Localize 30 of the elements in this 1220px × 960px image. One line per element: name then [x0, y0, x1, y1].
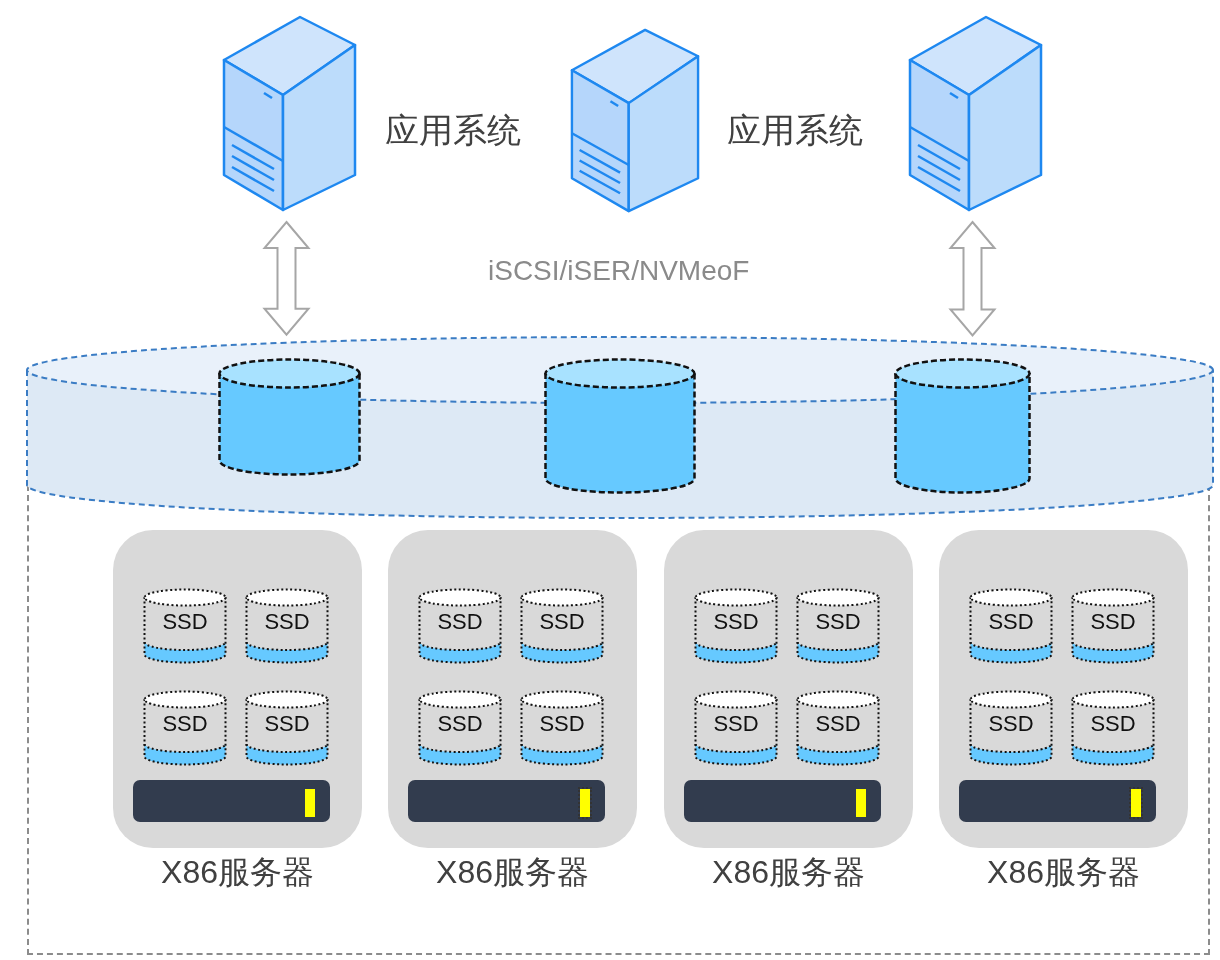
cluster-dashed-box	[27, 485, 1210, 955]
volume-cylinder	[544, 358, 696, 494]
double-arrow	[262, 220, 311, 337]
ssd-label: SSD	[161, 710, 209, 738]
ssd-label: SSD	[1089, 710, 1137, 738]
server-label: X86服务器	[435, 853, 590, 892]
server-label: X86服务器	[986, 853, 1141, 892]
volume-cylinder	[218, 358, 361, 476]
ssd-label: SSD	[161, 608, 209, 636]
double-arrow	[948, 220, 997, 337]
ssd-label: SSD	[436, 710, 484, 738]
ssd-label: SSD	[538, 710, 586, 738]
ssd-label: SSD	[814, 710, 862, 738]
ssd-label: SSD	[263, 608, 311, 636]
system-label: 应用系统	[727, 110, 863, 151]
protocol-label: iSCSI/iSER/NVMeoF	[488, 254, 750, 288]
server-label: X86服务器	[160, 853, 315, 892]
system-label: 应用系统	[385, 110, 521, 151]
storage-pool-cylinder	[25, 335, 1215, 520]
ssd-label: SSD	[814, 608, 862, 636]
ssd-label: SSD	[987, 710, 1035, 738]
ssd-label: SSD	[712, 608, 760, 636]
ssd-label: SSD	[987, 608, 1035, 636]
server-label: X86服务器	[711, 853, 866, 892]
ssd-label: SSD	[436, 608, 484, 636]
ssd-label: SSD	[1089, 608, 1137, 636]
ssd-label: SSD	[712, 710, 760, 738]
volume-cylinder	[894, 358, 1031, 494]
ssd-label: SSD	[263, 710, 311, 738]
ssd-label: SSD	[538, 608, 586, 636]
